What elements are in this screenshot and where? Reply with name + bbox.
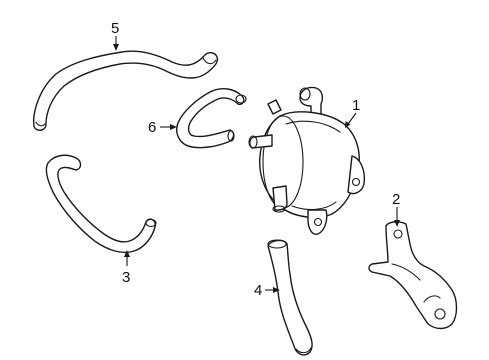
callout-1: 1 [352,97,360,114]
callout-3: 3 [122,269,130,286]
callout-5: 5 [111,20,119,37]
leader-1 [345,112,357,128]
leader-2 [394,207,400,227]
leader-4 [265,287,280,293]
part-5-hose [33,50,219,131]
part-6-hose [176,88,247,149]
leader-6 [160,124,177,130]
leader-5 [113,36,119,51]
callout-4: 4 [254,282,262,299]
part-1-oil-cooler [248,86,366,235]
leader-3 [124,250,130,266]
part-4-hose [267,239,313,356]
part-3-hose [45,154,157,254]
callout-2: 2 [392,191,400,208]
callout-6: 6 [148,119,156,136]
part-2-bracket [368,221,458,330]
